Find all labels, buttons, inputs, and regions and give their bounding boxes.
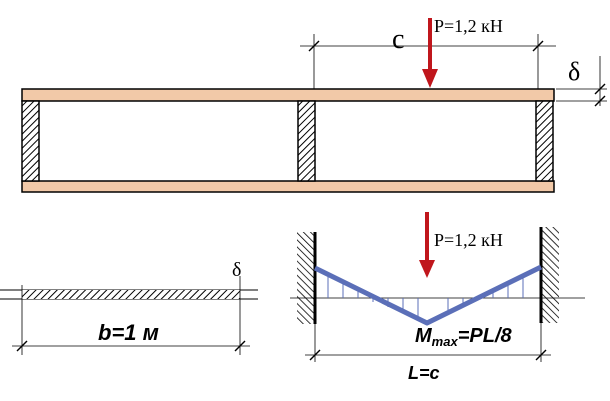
wall-right-hatch [542, 227, 559, 323]
plate-section [22, 290, 240, 299]
thickness-label-top: δ [568, 57, 580, 86]
support-right [535, 100, 554, 182]
moment-symbol: M [415, 325, 433, 347]
moment-line [313, 264, 543, 326]
moment-hatch [327, 274, 524, 319]
load-label-top: P=1,2 кН [434, 16, 503, 36]
top-plate [21, 88, 555, 102]
moment-max-label: Mmax=PL/8 [415, 325, 512, 349]
beam-span-label: L=c [408, 363, 440, 383]
bottom-plate [21, 180, 555, 193]
moment-formula: =PL/8 [458, 325, 513, 347]
wall-left-hatch [297, 232, 314, 324]
moment-subscript: max [432, 334, 459, 349]
load-arrow-bottom [419, 212, 435, 278]
load-label-bottom: P=1,2 кН [434, 230, 503, 250]
section-view: δ b=1 м [0, 259, 258, 355]
moment-diagram: P=1,2 кН Mmax=PL/8 L=c [290, 212, 585, 383]
support-left [21, 100, 40, 182]
thickness-dimension [556, 56, 607, 107]
width-label: b=1 м [98, 320, 159, 345]
span-label: c [392, 24, 404, 55]
beam-span-dimension [305, 323, 551, 362]
support-middle [297, 100, 316, 182]
top-view: c P=1,2 кН δ [21, 16, 607, 193]
load-arrow-top [422, 18, 438, 88]
thickness-label-section: δ [232, 259, 241, 281]
